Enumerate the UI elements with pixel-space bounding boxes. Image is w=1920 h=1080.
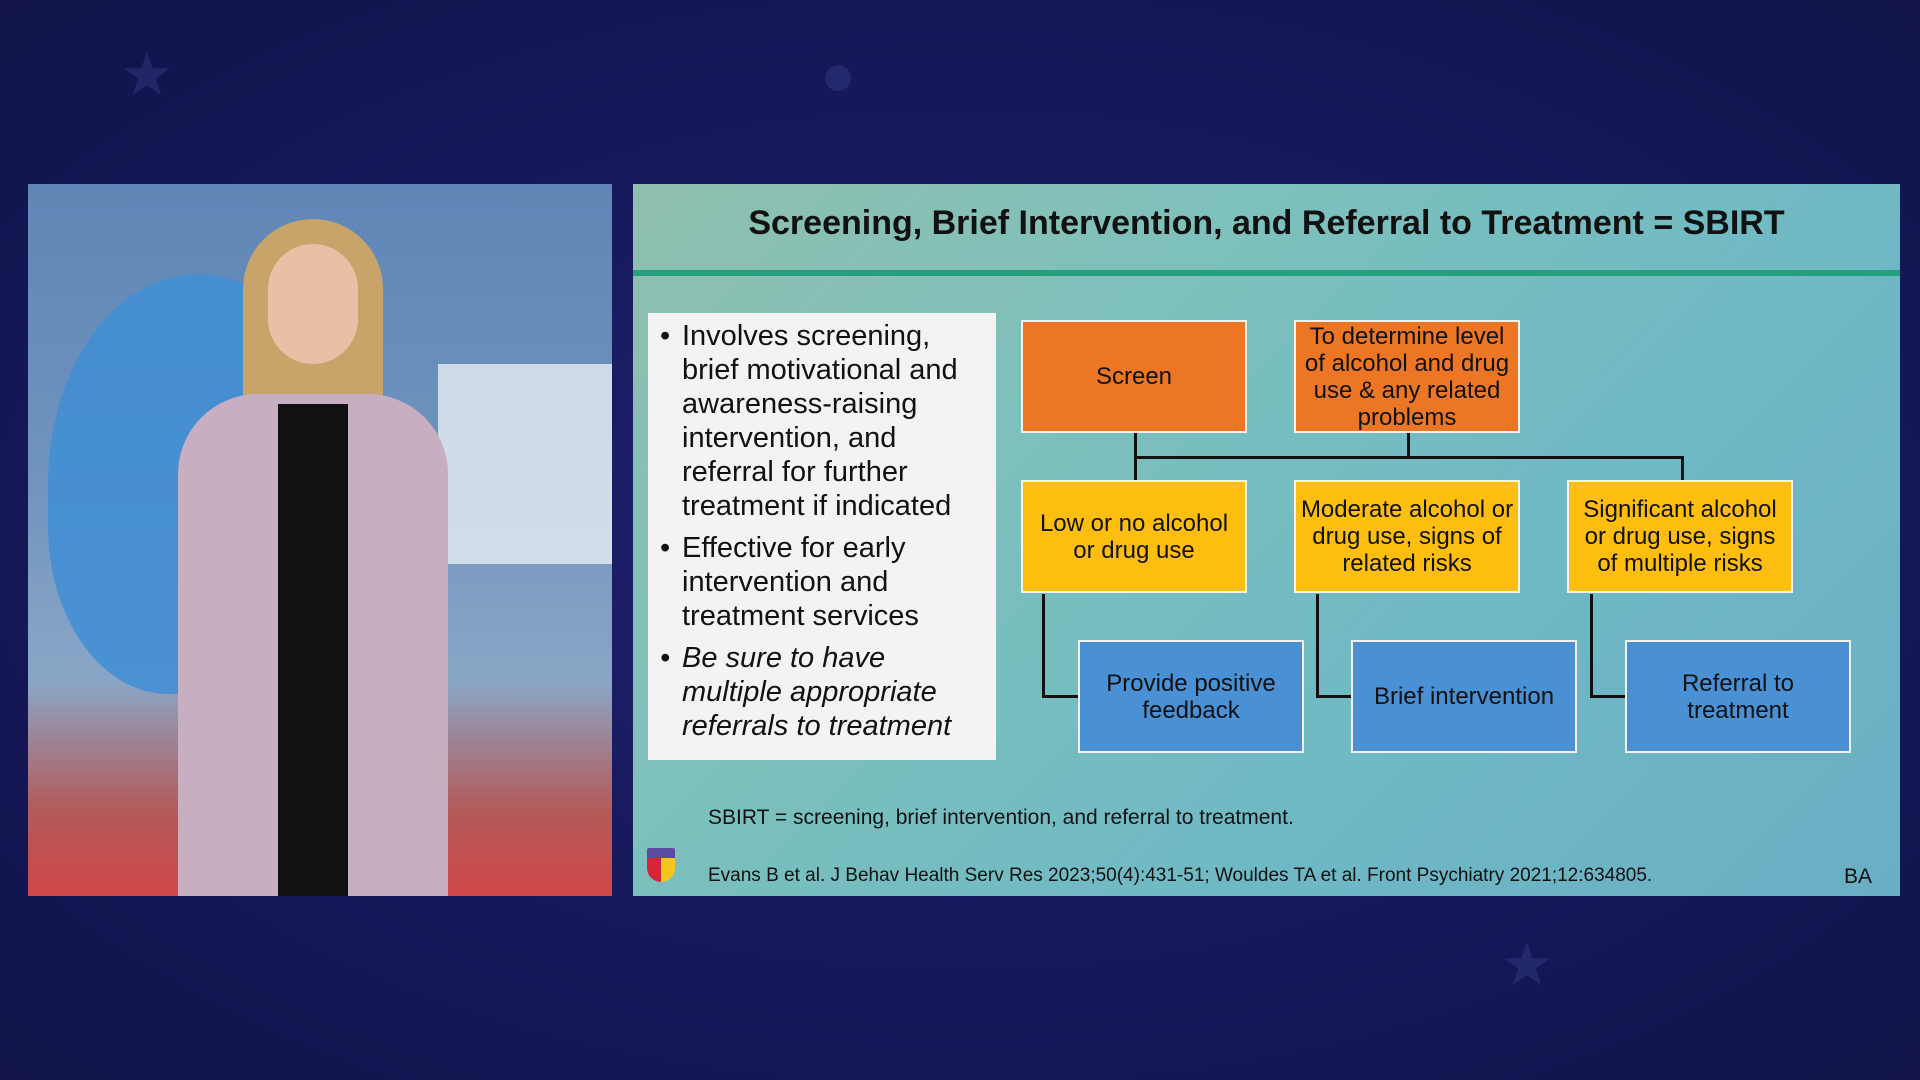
purpose-box: To determine level of alcohol and drug u… — [1294, 320, 1520, 433]
abbreviation-note: SBIRT = screening, brief intervention, a… — [708, 806, 1294, 829]
organization-logo — [647, 848, 675, 882]
presentation-slide: Screening, Brief Intervention, and Refer… — [633, 184, 1900, 896]
speaker-face — [268, 244, 358, 364]
speaker-video — [28, 184, 612, 896]
slide-title: Screening, Brief Intervention, and Refer… — [748, 204, 1785, 242]
connector — [1316, 695, 1352, 698]
connector — [1681, 456, 1684, 481]
level-box-significant: Significant alcohol or drug use, signs o… — [1567, 480, 1793, 593]
speaker-top — [278, 404, 348, 896]
connector — [1042, 695, 1078, 698]
background-pattern-icon: ★ — [1500, 931, 1554, 998]
bullet-item: Involves screening, brief motivational a… — [658, 319, 986, 523]
bullet-item: Effective for early intervention and tre… — [658, 531, 986, 633]
bullet-list: Involves screening, brief motivational a… — [648, 313, 996, 760]
title-divider — [633, 270, 1900, 276]
connector — [1042, 594, 1045, 698]
connector — [1590, 594, 1593, 698]
background-pattern-icon: ★ — [120, 41, 174, 108]
backdrop-shape — [438, 364, 612, 564]
connector — [1134, 456, 1684, 459]
presenter-initials: BA — [1844, 865, 1873, 888]
background-pattern-icon: ● — [820, 41, 857, 108]
action-box-feedback: Provide positive feedback — [1078, 640, 1304, 753]
level-box-moderate: Moderate alcohol or drug use, signs of r… — [1294, 480, 1520, 593]
connector — [1134, 456, 1137, 481]
citation: Evans B et al. J Behav Health Serv Res 2… — [708, 865, 1653, 886]
connector — [1134, 432, 1137, 457]
action-box-brief-intervention: Brief intervention — [1351, 640, 1577, 753]
connector — [1407, 432, 1410, 457]
bullet-item: Be sure to have multiple appropriate ref… — [658, 641, 986, 743]
action-box-referral: Referral to treatment — [1625, 640, 1851, 753]
connector — [1590, 695, 1626, 698]
screen-box: Screen — [1021, 320, 1247, 433]
level-box-low: Low or no alcohol or drug use — [1021, 480, 1247, 593]
connector — [1316, 594, 1319, 698]
